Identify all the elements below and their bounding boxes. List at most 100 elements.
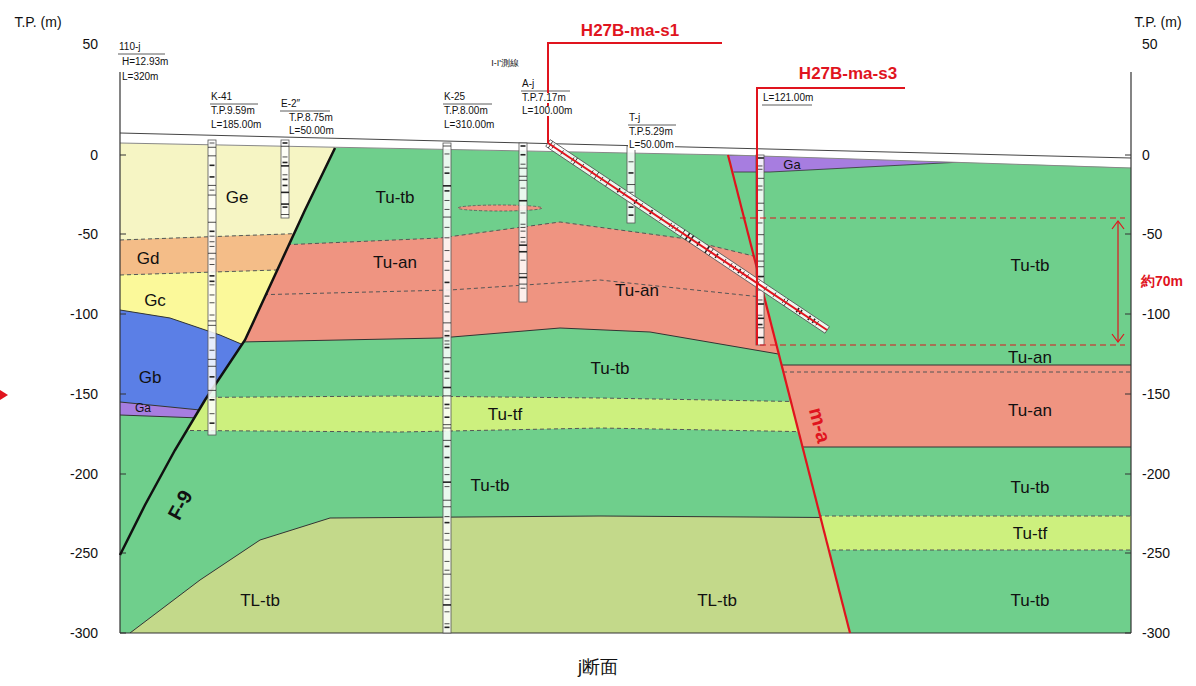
drawing-part xyxy=(627,146,635,223)
drawing-part xyxy=(521,188,526,189)
drawing-part xyxy=(1117,221,1118,342)
drawing-part xyxy=(519,176,527,177)
borehole-label: A-j xyxy=(521,79,535,89)
header-underlines xyxy=(118,54,812,125)
drawing-part xyxy=(720,447,1131,448)
drawing-part xyxy=(445,595,450,596)
drawing-part xyxy=(443,500,451,501)
unit-label: Ge xyxy=(226,189,249,206)
drawing-part xyxy=(445,200,450,201)
drawing-part xyxy=(445,416,450,418)
drawing-part xyxy=(629,214,634,216)
borehole-label: L=185.00m xyxy=(210,120,262,130)
drawing-part xyxy=(519,200,527,202)
right-block xyxy=(720,155,1131,550)
drawing-part xyxy=(521,260,526,261)
drawing-part xyxy=(445,270,450,271)
drawing-part xyxy=(210,264,215,265)
drawing-part xyxy=(445,347,450,349)
drawing-part xyxy=(445,446,450,448)
drawing-part xyxy=(281,192,289,194)
drawing-part xyxy=(445,237,450,238)
borehole-label: L=310.00m xyxy=(443,120,495,130)
axis-label: Ga xyxy=(135,402,151,414)
drawing-part xyxy=(445,227,450,228)
axis-label: T.P. (m) xyxy=(1134,15,1181,29)
drawing-part xyxy=(758,299,763,300)
fault-f9 xyxy=(120,148,335,555)
drawing-part xyxy=(210,281,215,283)
drawing-part xyxy=(283,162,288,164)
drawing-part xyxy=(758,243,763,244)
drawing-part xyxy=(443,104,492,105)
drawing-part xyxy=(240,222,790,356)
edge-arrow xyxy=(0,390,8,400)
drawing-part xyxy=(521,288,526,289)
drawing-part xyxy=(443,424,451,425)
axis-label: -200 xyxy=(70,467,98,481)
borehole-label: L=50.00m xyxy=(628,140,675,150)
drawing-part xyxy=(445,627,450,629)
drawing-part xyxy=(445,474,450,475)
drawing-part xyxy=(758,169,763,170)
axis-label: -100 xyxy=(70,307,98,321)
drawing-part xyxy=(521,164,526,165)
drawing-part xyxy=(519,180,527,181)
drawing-part xyxy=(283,156,288,157)
drawing-part xyxy=(548,143,827,330)
section-top-line xyxy=(120,143,1131,168)
boreholes xyxy=(208,140,829,633)
drawing-part xyxy=(210,176,215,178)
drawing-part xyxy=(445,344,450,345)
drawing-part xyxy=(445,311,450,312)
drawing-part xyxy=(283,185,288,187)
axis-label: 50 xyxy=(1142,37,1158,51)
drawing-part xyxy=(208,140,216,435)
drawing-part xyxy=(1125,234,1131,235)
drawing-part xyxy=(1125,314,1131,315)
drawing-part xyxy=(120,140,340,240)
drawing-part xyxy=(283,174,288,175)
drawing-part xyxy=(208,325,216,326)
drawing-part xyxy=(445,467,450,468)
drawing-part xyxy=(208,359,216,360)
drawing-part xyxy=(210,231,215,233)
borehole-label: T.P.7.17m xyxy=(521,93,567,103)
borehole-label: H=12.93m xyxy=(121,57,169,67)
drawing-part xyxy=(762,105,812,106)
drawing-part xyxy=(443,357,451,358)
borehole-label: T.P.8.00m xyxy=(443,106,489,116)
borehole-label: E-2″ xyxy=(280,99,301,109)
unit-label: Tu-tb xyxy=(1010,479,1049,496)
drawing-part xyxy=(445,516,450,517)
drawing-part xyxy=(519,284,527,285)
drawing-part xyxy=(208,185,216,186)
unit-label: Tu-tf xyxy=(1013,525,1047,542)
drawing-part xyxy=(445,599,450,600)
section-caption: j断面 xyxy=(578,658,618,676)
drawing-part xyxy=(443,185,451,187)
drawing-part xyxy=(120,155,126,156)
drawing-part xyxy=(208,253,216,254)
drawing-part xyxy=(445,486,450,487)
unit-label: Tu-tb xyxy=(590,360,629,377)
drawing-part xyxy=(758,165,763,166)
drawing-part xyxy=(1125,553,1131,554)
drawing-part xyxy=(119,72,120,633)
drawing-part xyxy=(445,561,450,562)
drawing-part xyxy=(281,140,289,218)
unit-label: Gd xyxy=(137,250,160,267)
borehole-label: I-I'測線 xyxy=(490,59,520,68)
drawing-part xyxy=(208,140,216,435)
drawing-part xyxy=(443,217,451,218)
drawing-part xyxy=(445,250,450,251)
drawing-part xyxy=(210,376,215,378)
drawing-part xyxy=(629,172,634,174)
drawing-part xyxy=(120,232,340,240)
drawing-part xyxy=(627,146,635,223)
axis-label: 約70m xyxy=(1141,274,1183,288)
axis-label: -100 xyxy=(1142,307,1170,321)
drawing-part xyxy=(519,251,527,253)
